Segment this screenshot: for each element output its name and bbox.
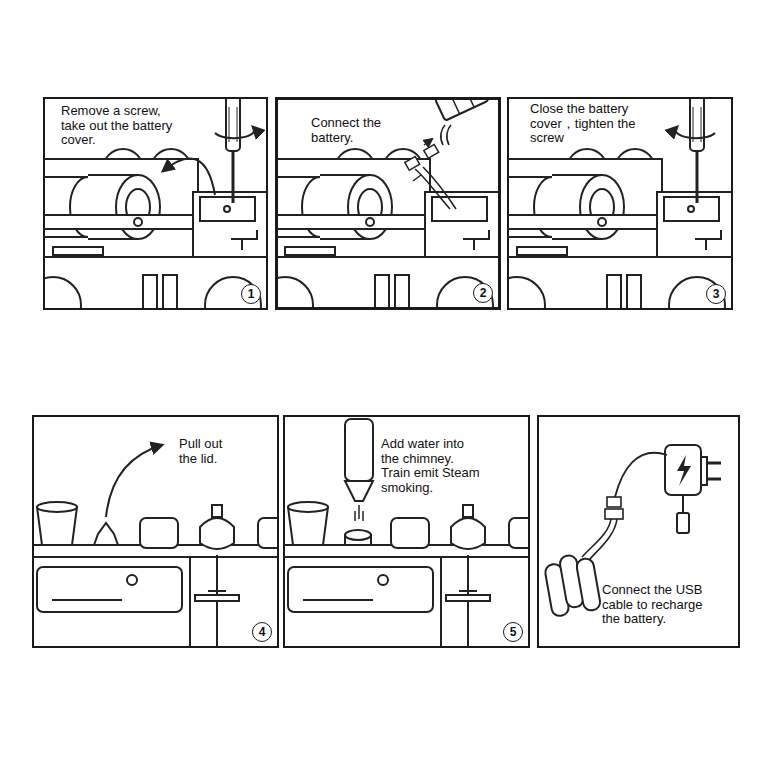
- step-number: 5: [510, 626, 517, 638]
- step-illustration: [43, 97, 268, 310]
- plug-base: [701, 457, 707, 485]
- instruction-panel: Remove a screw, take out the battery cov…: [43, 97, 268, 310]
- chimney-opening: [345, 530, 371, 540]
- locomotive-top: [32, 502, 279, 648]
- charger: [665, 445, 701, 495]
- locomotive-top: [283, 502, 530, 648]
- step-number: 2: [480, 287, 487, 299]
- step-number-circle: 3: [706, 284, 726, 304]
- connector: [605, 509, 623, 519]
- locomotive-side: [275, 149, 500, 310]
- battery-wire: [415, 167, 456, 209]
- chimney-lid: [94, 523, 118, 545]
- lift-arrow: [163, 158, 215, 195]
- instruction-panel: Add water into the chimney.Train emit St…: [283, 415, 530, 648]
- bottle-nozzle: [345, 481, 373, 501]
- plug-prongs: [707, 463, 721, 479]
- battery-pack: [543, 551, 601, 617]
- turn-arrow: [676, 127, 715, 138]
- battery-pack: [435, 97, 489, 121]
- step-illustration: [275, 97, 500, 310]
- lightning-icon: [677, 455, 691, 486]
- charge-cable: [615, 453, 667, 497]
- instruction-panel: Close the battery cover，tighten the scre…: [507, 97, 733, 310]
- instruction-text: Connect the battery.: [311, 116, 411, 145]
- water-bottle: [345, 419, 373, 481]
- battery-wire: [441, 125, 451, 145]
- pull-arrow: [106, 445, 162, 517]
- step-number: 1: [248, 288, 255, 300]
- instruction-text: Pull out the lid.: [179, 437, 241, 466]
- instruction-panel: Pull out the lid. 4: [32, 415, 279, 648]
- water-drops: [355, 505, 363, 521]
- usb-plug: [677, 513, 689, 533]
- step-number-circle: 2: [473, 283, 493, 303]
- step-illustration: [283, 419, 530, 648]
- battery-bay: [432, 197, 487, 221]
- battery-cell: [576, 557, 602, 611]
- battery-wire: [582, 519, 617, 560]
- screwdriver: [226, 97, 240, 203]
- instruction-panel: Connect the USB cable to recharge the ba…: [537, 415, 740, 648]
- screwdriver: [690, 97, 704, 203]
- connect-arrows: [413, 139, 432, 181]
- step-number-circle: 5: [503, 622, 523, 642]
- step-illustration: [32, 445, 279, 648]
- connector: [607, 497, 621, 507]
- step-illustration: [507, 97, 732, 310]
- usb-cable: [682, 495, 684, 513]
- instruction-text: Train emit Steam smoking.: [381, 466, 485, 495]
- plug: [405, 157, 420, 171]
- plug: [424, 145, 439, 159]
- step-number-circle: 4: [252, 622, 272, 642]
- instruction-text: Remove a screw, take out the battery cov…: [61, 104, 179, 148]
- instruction-text: Connect the USB cable to recharge the ba…: [602, 583, 719, 627]
- instruction-text: Close the battery cover，tighten the scre…: [530, 102, 660, 146]
- instruction-panel: Connect the battery. 2: [275, 97, 501, 310]
- battery-pack: [435, 97, 489, 121]
- instruction-text: Add water into the chimney.: [381, 437, 485, 466]
- turn-arrow: [215, 127, 254, 138]
- step-number-circle: 1: [241, 284, 261, 304]
- step-number: 4: [259, 626, 266, 638]
- step-number: 3: [713, 288, 720, 300]
